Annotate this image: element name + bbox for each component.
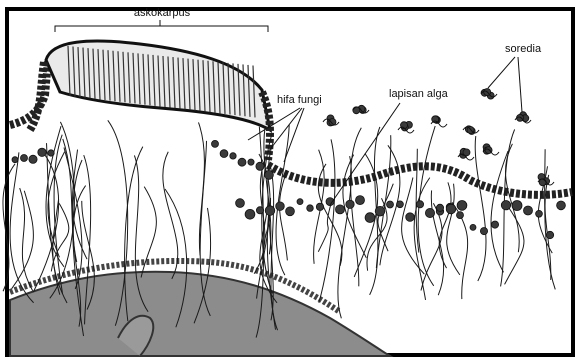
alga-cell bbox=[416, 201, 423, 208]
label-lapisan-alga: lapisan alga bbox=[389, 88, 449, 100]
alga-cell bbox=[336, 205, 345, 214]
alga-cell bbox=[265, 206, 275, 216]
alga-cell bbox=[524, 206, 533, 215]
alga-cell bbox=[236, 199, 245, 208]
alga-cell bbox=[425, 208, 434, 217]
alga-cell bbox=[365, 213, 375, 223]
alga-cell bbox=[256, 162, 264, 170]
alga-cell bbox=[397, 201, 404, 208]
label-soredia: soredia bbox=[505, 43, 542, 55]
alga-cell bbox=[457, 212, 464, 219]
alga-cell bbox=[256, 207, 263, 214]
alga-cell bbox=[286, 207, 295, 216]
alga-cell bbox=[265, 171, 274, 180]
alga-cell bbox=[12, 157, 18, 163]
alga-cell bbox=[436, 204, 443, 211]
alga-cell bbox=[446, 204, 456, 214]
alga-cell bbox=[276, 202, 285, 211]
alga-cell bbox=[220, 150, 228, 158]
alga-cell bbox=[457, 201, 467, 211]
alga-cell bbox=[297, 199, 303, 205]
alga-cell bbox=[356, 196, 365, 205]
label-hifa-fungi: hifa fungi bbox=[277, 94, 322, 106]
alga-cell bbox=[29, 155, 37, 163]
alga-cell bbox=[248, 159, 254, 165]
alga-cell bbox=[387, 201, 394, 208]
alga-cell bbox=[501, 201, 510, 210]
alga-cell bbox=[491, 221, 498, 228]
label-askokarpus: askokarpus bbox=[134, 7, 191, 19]
alga-cell bbox=[557, 201, 566, 210]
alga-cell bbox=[470, 224, 476, 230]
alga-cell bbox=[316, 203, 323, 210]
alga-cell bbox=[238, 158, 246, 166]
alga-cell bbox=[512, 201, 522, 211]
alga-cell bbox=[480, 228, 487, 235]
alga-cell bbox=[230, 153, 236, 159]
alga-cell bbox=[536, 210, 543, 217]
alga-cell bbox=[21, 155, 28, 162]
alga-cell bbox=[38, 148, 46, 156]
alga-cell bbox=[346, 200, 354, 208]
alga-cell bbox=[48, 150, 54, 156]
alga-cell bbox=[307, 205, 314, 212]
alga-cell bbox=[375, 206, 385, 216]
alga-cell bbox=[406, 213, 415, 222]
alga-cell bbox=[546, 231, 553, 238]
alga-cell bbox=[212, 140, 219, 147]
alga-cell bbox=[245, 209, 255, 219]
